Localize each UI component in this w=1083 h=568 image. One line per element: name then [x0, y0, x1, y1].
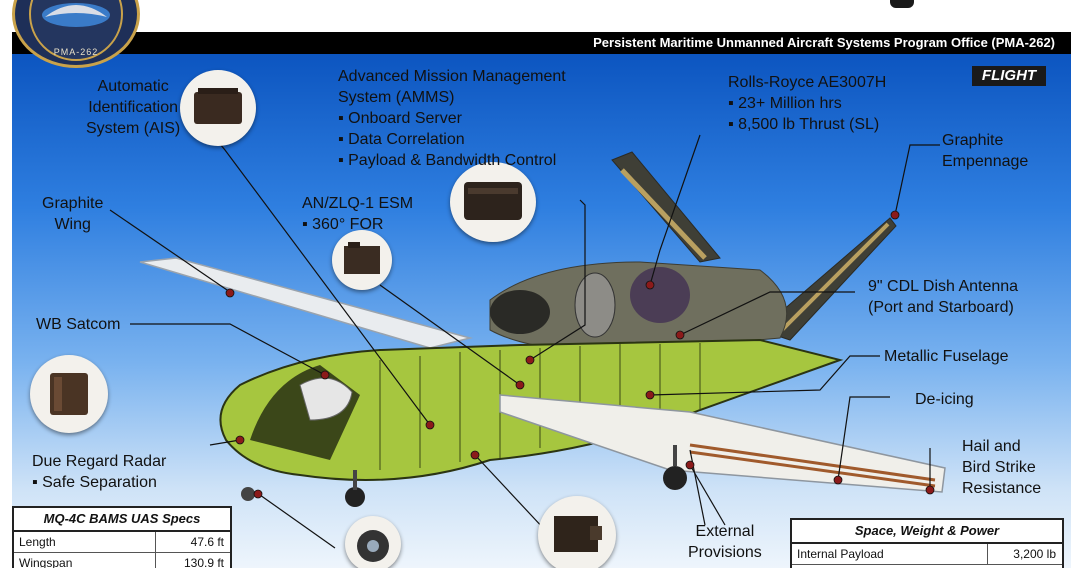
bullet-glyph: ▪ — [728, 95, 734, 112]
program-emblem: PMA-262 — [12, 0, 140, 68]
swp-table-title: Space, Weight & Power — [792, 520, 1062, 544]
radar-unit-photo — [345, 516, 401, 568]
satcom-dish — [299, 377, 353, 421]
title-band — [0, 0, 1083, 32]
ais-unit-photo — [180, 70, 256, 146]
bullet-glyph: ▪ — [338, 110, 344, 127]
deicing-label: De-icing — [915, 391, 974, 408]
fuselage-label: Metallic Fuselage — [884, 348, 1009, 365]
amms-label: Advanced Mission Management System (AMMS… — [338, 68, 566, 169]
bullet-glyph: ▪ — [338, 131, 344, 148]
port-wing — [139, 257, 473, 349]
external-store-photo — [538, 496, 616, 568]
cdl-label: 9" CDL Dish Antenna(Port and Starboard) — [868, 278, 1019, 316]
emblem-text: PMA-262 — [53, 47, 99, 57]
satcom-label: WB Satcom — [36, 316, 121, 333]
specs-table-title: MQ-4C BAMS UAS Specs — [14, 508, 230, 532]
amms-server-photo — [450, 162, 536, 242]
bullet-glyph: ▪ — [728, 116, 734, 133]
starboard-wing — [499, 394, 946, 493]
program-banner: Persistent Maritime Unmanned Aircraft Sy… — [12, 32, 1071, 54]
tail-left — [611, 151, 721, 263]
esm-unit-photo — [332, 230, 392, 290]
radar-label: Due Regard Radar ▪ Safe Separation — [32, 453, 167, 491]
esm-label: AN/ZLQ-1 ESM ▪ 360° FOR — [302, 195, 414, 233]
emblem-art — [29, 0, 123, 61]
banner-text: Persistent Maritime Unmanned Aircraft Sy… — [593, 35, 1055, 50]
bullet-glyph: ▪ — [302, 216, 308, 233]
bullet-glyph: ▪ — [338, 152, 344, 169]
headline-shapes — [890, 0, 914, 8]
flight-logo: FLIGHT — [972, 66, 1046, 86]
engine-label: Rolls-Royce AE3007H ▪ 23+ Million hrs ▪ … — [728, 74, 887, 133]
callout-dots — [225, 210, 935, 499]
bullet-glyph: ▪ — [32, 474, 38, 491]
satcom-unit-photo — [30, 355, 108, 433]
